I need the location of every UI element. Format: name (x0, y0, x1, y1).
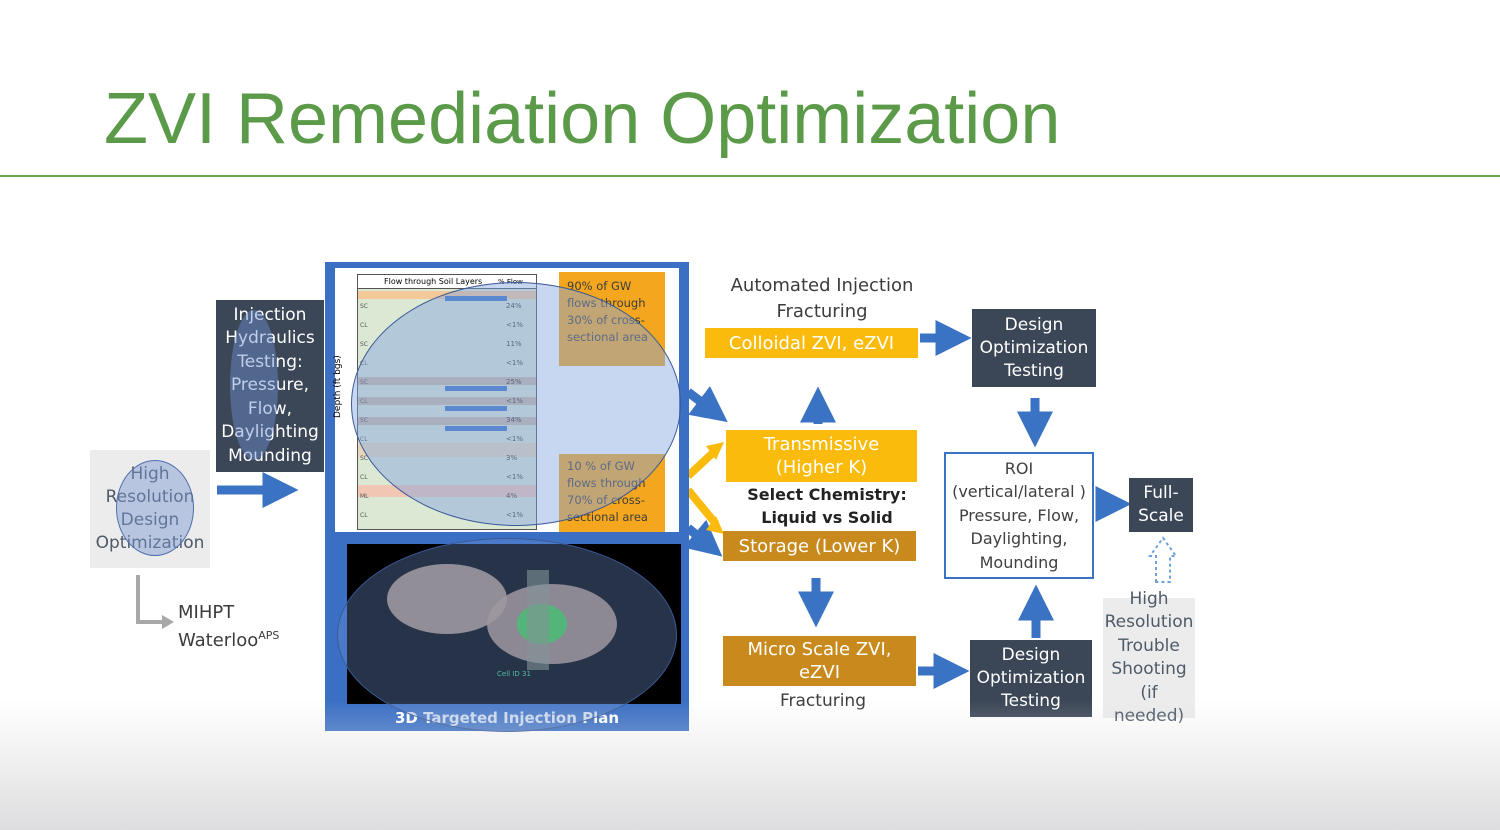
select-chemistry-label: Select Chemistry: Liquid vs Solid (747, 485, 907, 527)
gold-arrow-down (684, 487, 720, 527)
full-scale-box: Full- Scale (1129, 478, 1193, 532)
automated-injection-label: Automated Injection Fracturing (730, 275, 914, 322)
design-optimization-top: Design Optimization Testing (972, 309, 1096, 387)
highlight-ellipse-hydraulics (230, 310, 278, 460)
injection-hydraulics-box: Injection Hydraulics Testing: Pressure, … (216, 300, 324, 472)
highlight-ellipse-flow (351, 282, 681, 526)
transmissive-box: Transmissive (Higher K) (726, 430, 917, 482)
colloidal-zvi-box: Colloidal ZVI, eZVI (705, 328, 918, 358)
gold-arrow-up (685, 447, 719, 479)
storage-box: Storage (Lower K) (723, 531, 916, 561)
troubleshooting-box: High Resolution Trouble Shooting (if nee… (1103, 588, 1195, 726)
design-optimization-bottom: Design Optimization Testing (970, 640, 1092, 717)
mihpt-connector (136, 575, 165, 624)
arrow-panel-to-transmissive (685, 386, 728, 423)
fracturing-label: Fracturing (779, 691, 866, 711)
mihpt-label: MIHPT (178, 602, 235, 623)
dashed-arrow-up (1148, 536, 1178, 583)
highlight-ellipse-highres (116, 460, 194, 556)
roi-box: ROI (vertical/lateral ) Pressure, Flow, … (944, 452, 1094, 579)
highlight-ellipse-model (337, 538, 677, 732)
waterloo-label: WaterlooAPS (178, 629, 280, 651)
arrow-panel-to-storage (683, 519, 723, 557)
micro-scale-box: Micro Scale ZVI, eZVI (723, 636, 916, 686)
title-divider (0, 175, 1500, 177)
depth-axis-label: Depth (ft bgs) (333, 355, 343, 418)
slide-title: ZVI Remediation Optimization (104, 79, 1061, 159)
